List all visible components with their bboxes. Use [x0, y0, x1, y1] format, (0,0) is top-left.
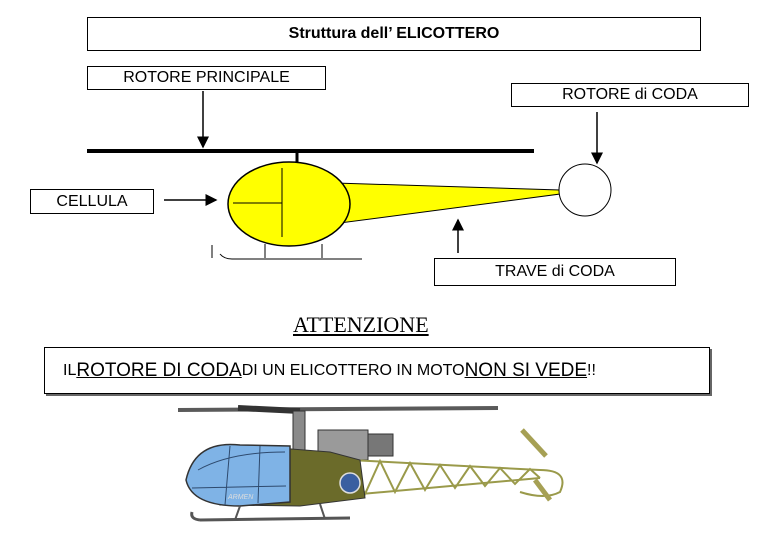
tail-rotor-label: ROTORE di CODA	[511, 83, 749, 107]
tail-boom-shape	[334, 182, 561, 224]
warning-box: IL ROTORE DI CODA DI UN ELICOTTERO IN MO…	[44, 347, 710, 394]
attention-heading: ATTENZIONE	[293, 312, 429, 337]
warning-text-not-visible: NON SI VEDE	[464, 359, 588, 381]
warning-text-tail-rotor: ROTORE DI CODA	[76, 359, 242, 381]
cabin-window-frame	[233, 168, 283, 237]
warning-text-1: IL	[63, 361, 77, 379]
fuselage-cell	[227, 161, 351, 247]
landing-skid	[219, 253, 362, 260]
main-rotor-label: ROTORE PRINCIPALE	[87, 66, 326, 90]
tail-rotor-circle	[558, 163, 612, 217]
warning-text-3: DI UN ELICOTTERO IN MOTO	[241, 361, 465, 379]
tail-boom-label: TRAVE di CODA	[434, 258, 676, 286]
warning-text-5: !!	[587, 361, 596, 379]
diagram-title: Struttura dell’ ELICOTTERO	[87, 17, 701, 51]
cell-label: CELLULA	[30, 189, 154, 214]
